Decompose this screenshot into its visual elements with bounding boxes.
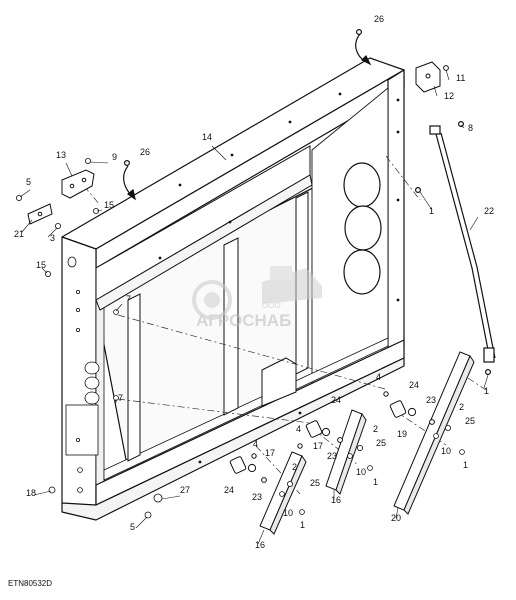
left-post-holes bbox=[65, 256, 100, 493]
callout-c5b: 5 bbox=[130, 522, 135, 532]
callout-c7b: 7 bbox=[118, 393, 123, 403]
callout-c17b: 17 bbox=[265, 448, 275, 458]
watermark-logo: ООО АГРОСНАБ bbox=[192, 266, 322, 330]
support-rod-22 bbox=[415, 120, 496, 376]
callout-c1a: 1 bbox=[429, 206, 434, 216]
leader-lines bbox=[19, 69, 489, 545]
callout-c3: 3 bbox=[50, 233, 55, 243]
callout-c16a: 16 bbox=[331, 495, 341, 505]
callout-c25a: 25 bbox=[465, 416, 475, 426]
callout-c24a: 24 bbox=[409, 380, 419, 390]
direction-arrows bbox=[123, 29, 372, 201]
callout-c1d: 1 bbox=[373, 477, 378, 487]
cooler-openings bbox=[343, 162, 382, 295]
callout-c25b: 25 bbox=[376, 438, 386, 448]
callout-c19: 19 bbox=[397, 429, 407, 439]
callout-c23b: 23 bbox=[327, 451, 337, 461]
callout-c22: 22 bbox=[484, 206, 494, 216]
callout-c26a: 26 bbox=[374, 14, 384, 24]
callout-c4c: 4 bbox=[253, 439, 258, 449]
callout-c23c: 23 bbox=[252, 492, 262, 502]
callout-c21: 21 bbox=[14, 229, 24, 239]
bracket-13 bbox=[61, 169, 95, 199]
callout-c23a: 23 bbox=[426, 395, 436, 405]
figure-code: ETN80532D bbox=[8, 579, 52, 588]
strip-fasteners bbox=[48, 309, 465, 519]
callout-c10c: 10 bbox=[283, 508, 293, 518]
callout-c2c: 2 bbox=[292, 462, 297, 472]
callout-c15b: 15 bbox=[36, 260, 46, 270]
seal-clamps bbox=[229, 391, 435, 483]
callout-c7a: 7 bbox=[126, 294, 131, 304]
callout-c11: 11 bbox=[456, 73, 465, 83]
callout-c2b: 2 bbox=[373, 424, 378, 434]
callout-c10a: 10 bbox=[441, 446, 451, 456]
callout-c16b: 16 bbox=[255, 540, 265, 550]
callout-c24b: 24 bbox=[331, 395, 341, 405]
bracket-12 bbox=[415, 61, 449, 93]
callout-c20: 20 bbox=[391, 513, 401, 523]
callout-c26b: 26 bbox=[140, 147, 150, 157]
callout-c1b: 1 bbox=[484, 386, 489, 396]
frame-fastener-holes bbox=[158, 92, 400, 464]
bracket-21 bbox=[27, 203, 53, 225]
inner-posts bbox=[127, 191, 309, 462]
callout-c2a: 2 bbox=[459, 402, 464, 412]
seal-strip-20 bbox=[393, 351, 475, 515]
callout-c25c: 25 bbox=[310, 478, 320, 488]
callout-c4a: 4 bbox=[376, 372, 381, 382]
callout-c17a: 17 bbox=[313, 441, 323, 451]
callout-c5a: 5 bbox=[26, 177, 31, 187]
callout-c12: 12 bbox=[444, 91, 454, 101]
alignment-lines bbox=[83, 155, 487, 495]
callout-c8: 8 bbox=[468, 123, 473, 133]
watermark-main: АГРОСНАБ bbox=[196, 311, 291, 330]
seal-strip-16-left bbox=[259, 451, 307, 535]
callout-c15a: 15 bbox=[104, 200, 114, 210]
callout-c10b: 10 bbox=[356, 467, 366, 477]
callout-c1c: 1 bbox=[463, 460, 468, 470]
callout-c14: 14 bbox=[202, 132, 212, 142]
callout-c13: 13 bbox=[56, 150, 66, 160]
callout-c1e: 1 bbox=[300, 520, 305, 530]
callout-c9: 9 bbox=[112, 152, 117, 162]
watermark-small: ООО bbox=[262, 301, 281, 310]
callout-c24c: 24 bbox=[224, 485, 234, 495]
callout-c4b: 4 bbox=[296, 424, 301, 434]
callout-c27: 27 bbox=[180, 485, 190, 495]
callout-c18: 18 bbox=[26, 488, 36, 498]
upper-shroud-plate bbox=[95, 145, 313, 311]
